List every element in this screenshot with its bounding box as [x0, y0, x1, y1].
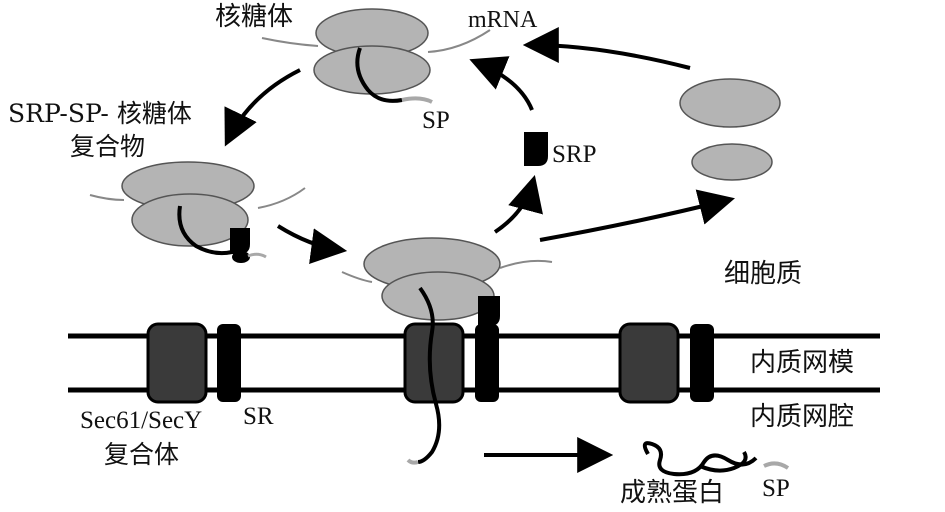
label-ribosome: 核糖体 — [215, 2, 294, 32]
signal-peptide-cleaved — [763, 461, 790, 470]
label-sp-bottom: SP — [762, 475, 790, 502]
label-sec61: Sec61/SecY — [80, 407, 203, 434]
label-sp-top: SP — [422, 107, 450, 134]
label-complex-line2: 复合物 — [70, 132, 146, 161]
label-mrna: mRNA — [468, 7, 538, 33]
ribosome-top — [261, 8, 491, 104]
sec61-channel-right — [618, 322, 680, 404]
label-cytoplasm: 细胞质 — [724, 259, 803, 289]
mature-protein-shape — [642, 441, 758, 477]
label-er-membrane: 内质网模 — [750, 348, 855, 378]
label-srp: SRP — [552, 141, 597, 168]
label-sec61-complex: 复合体 — [104, 440, 180, 469]
arrow-subunits-to-mrna — [522, 27, 691, 70]
arrow-complex-to-membrane — [276, 224, 348, 265]
sr-receptor-left — [217, 324, 241, 402]
arrow-membrane-to-srp — [493, 175, 543, 234]
arrow-membrane-to-subunits — [539, 189, 735, 242]
sr-receptor-middle — [475, 324, 499, 402]
ribosome-docked — [341, 237, 553, 465]
arrow-ribosome-to-complex — [224, 68, 301, 147]
srp-free — [524, 132, 548, 166]
ribosome-large-subunit-released — [679, 78, 781, 128]
sr-receptor-right — [690, 324, 714, 402]
sec61-channel-left — [146, 322, 208, 404]
arrow-srp-to-ribosome — [469, 56, 534, 111]
label-sr: SR — [243, 403, 274, 430]
ribosome-small-subunit-released — [691, 143, 773, 181]
label-er-lumen: 内质网腔 — [750, 402, 855, 432]
srp-sp-ribosome-complex — [89, 161, 306, 263]
label-mature-protein: 成熟蛋白 — [620, 478, 725, 508]
label-complex-line1: SRP-SP- 核糖体 — [8, 99, 192, 128]
